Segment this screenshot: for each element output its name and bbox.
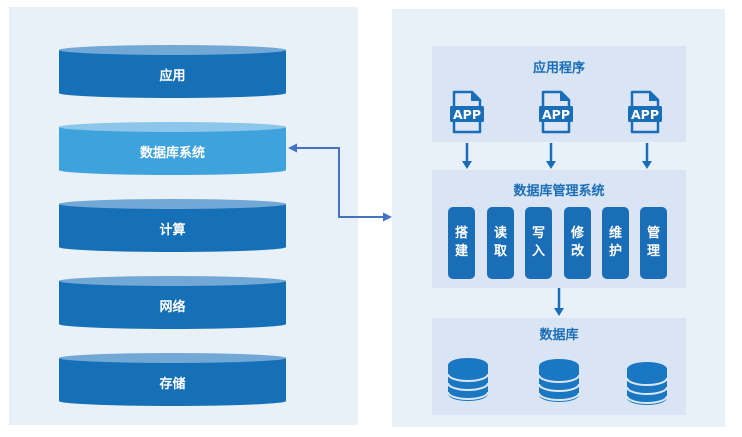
layer-cylinder-application: 应用: [59, 45, 286, 98]
app-icon-text: APP: [542, 107, 570, 122]
applications-title: 应用程序: [532, 61, 585, 76]
dbms-function-build: 搭 建: [448, 207, 475, 279]
layer-cylinder-compute: 计算: [59, 199, 286, 252]
function-char: 修: [570, 226, 584, 241]
app-icon-text: APP: [631, 107, 659, 122]
arrowhead-right-icon: [383, 212, 392, 222]
function-char: 护: [608, 244, 622, 259]
layer-label: 计算: [159, 223, 186, 238]
layer-label: 存储: [159, 377, 186, 392]
layer-cylinder-storage: 存储: [59, 353, 286, 406]
app-icon-text: APP: [453, 107, 481, 122]
app-file-icon: APP: [628, 90, 662, 134]
function-char: 管: [646, 226, 660, 241]
function-char: 搭: [454, 226, 468, 241]
database-title: 数据库: [539, 328, 579, 343]
arrow-dbms-to-database: [554, 288, 564, 316]
function-char: 维: [608, 226, 622, 241]
app-file-icon: APP: [450, 90, 484, 134]
database-icon: [626, 361, 668, 407]
layer-cylinder-database-system: 数据库系统: [59, 122, 286, 175]
function-char: 写: [531, 226, 545, 241]
connector-dbms-to-detail: [288, 143, 392, 222]
function-char: 入: [531, 244, 545, 259]
function-char: 取: [493, 244, 507, 259]
arrow-down-icon: [546, 161, 556, 169]
function-char: 读: [493, 226, 507, 241]
database-icon: [538, 358, 580, 404]
dbms-function-read: 读 取: [487, 207, 514, 279]
dbms-function-modify: 修 改: [564, 207, 591, 279]
function-char: 理: [646, 244, 660, 259]
dbms-function-maintain: 维 护: [602, 207, 629, 279]
arrow-app3-to-dbms: [642, 143, 652, 169]
arrow-down-icon: [462, 161, 472, 169]
arrowhead-left-icon: [288, 143, 297, 153]
app-file-icon: APP: [539, 90, 573, 134]
dbms-function-write: 写 入: [525, 207, 552, 279]
layer-label: 数据库系统: [139, 146, 205, 161]
layer-cylinder-network: 网络: [59, 276, 286, 329]
function-char: 改: [570, 244, 584, 259]
arrow-app1-to-dbms: [462, 143, 472, 169]
dbms-function-manage: 管 理: [640, 207, 667, 279]
arrow-down-icon: [642, 161, 652, 169]
layer-label: 应用: [159, 69, 186, 84]
function-char: 建: [454, 244, 468, 259]
arrow-down-icon: [554, 308, 564, 316]
dbms-title: 数据库管理系统: [513, 184, 605, 199]
database-icon: [447, 357, 489, 403]
arrow-app2-to-dbms: [546, 143, 556, 169]
layer-label: 网络: [159, 300, 186, 315]
